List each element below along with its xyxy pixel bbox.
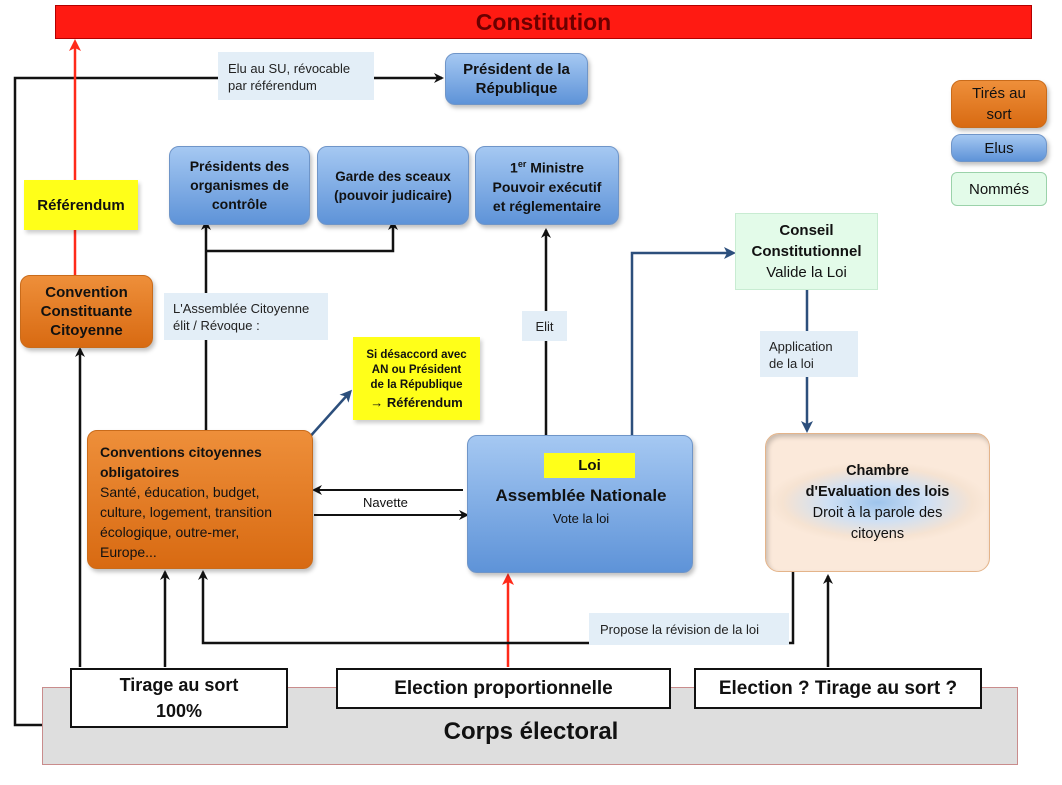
navette-label: Navette [363,495,408,510]
navette-text: Navette [363,495,408,510]
presidents-line2: organismes de [190,177,289,193]
legend-elus: Elus [951,134,1047,162]
presidents-line1: Présidents des [189,158,290,174]
desaccord-line2: AN ou Président [371,363,462,376]
application-note: Application de la loi [760,331,858,377]
elected-note-line1: Elu au SU, révocable [228,61,351,76]
president-line1: Président de la [463,61,570,78]
conseil-line1: Conseil [779,222,834,239]
chambre-line4: citoyens [850,525,905,542]
ministre-line3: et réglementaire [492,197,602,214]
chambre-line3: Droit à la parole des [812,504,943,521]
conventions-body4: Europe... [100,544,157,560]
desaccord-line1: Si désaccord avec [366,348,467,361]
constitution-banner: Constitution [55,5,1032,39]
conventions-body2: culture, logement, transition [100,504,272,520]
election-question-text: Election ? Tirage au sort ? [718,677,958,699]
constituante-line2: Constituante [40,303,133,320]
elit-note: Elit [522,311,567,341]
legend-tires-label: Tirés au sort [972,85,1026,123]
chambre-evaluation-box: Chambre d'Evaluation des lois Droit à la… [765,433,990,572]
elected-note-line2: par référendum [228,78,317,93]
legend-nommes: Nommés [951,172,1047,206]
constituante-line1: Convention [45,284,128,301]
loi-text: Loi [578,457,601,474]
election-question-box: Election ? Tirage au sort ? [694,668,982,709]
arrow-to-garde-sceaux [206,220,398,253]
conventions-title2: obligatoires [100,464,180,480]
elit-text: Elit [535,318,554,334]
garde-line2: (pouvoir judicaire) [334,187,452,203]
desaccord-box: Si désaccord avec AN ou Président de la … [353,337,480,420]
conventions-body1: Santé, éducation, budget, [100,484,260,500]
tirage-line2: 100% [155,701,203,721]
assemblee-citoyenne-line2: élit / Révoque : [173,318,260,333]
president-box: Président de la République [445,53,588,105]
ministre-line1: 1er Ministre [510,159,584,176]
arrow-conventions-to-desaccord [306,389,353,441]
convention-constituante-box: Convention Constituante Citoyenne [20,275,153,348]
assemblee-title: Assemblée Nationale [495,486,667,505]
election-proportionnelle-box: Election proportionnelle [336,668,671,709]
propose-revision-note: Propose la révision de la loi [589,613,789,645]
garde-sceaux-box: Garde des sceaux (pouvoir judicaire) [317,146,469,225]
tirage-au-sort-box: Tirage au sort 100% [70,668,288,728]
constitution-title: Constitution [475,8,612,35]
conventions-citoyennes-box: Conventions citoyennes obligatoires Sant… [87,430,313,569]
legend-elus-label: Elus [984,139,1014,157]
ministre-line2: Pouvoir exécutif [492,178,602,195]
legend-nommes-label: Nommés [968,180,1029,198]
application-line2: de la loi [769,356,814,371]
conseil-line3: Valide la Loi [766,264,847,281]
application-line1: Application [769,339,833,354]
legend-tires: Tirés au sort [951,80,1047,128]
presidents-line3: contrôle [211,196,268,212]
constituante-line3: Citoyenne [50,322,123,339]
loi-label: Loi [544,453,635,478]
referendum-text: Référendum [37,196,125,214]
assemblee-subtitle: Vote la loi [552,511,610,526]
president-line2: République [475,80,558,97]
election-prop-text: Election proportionnelle [394,677,613,699]
presidents-organismes-box: Présidents des organismes de contrôle [169,146,310,225]
chambre-line2: d'Evaluation des lois [805,483,950,500]
desaccord-line4: → Référendum [370,394,463,410]
conseil-constitutionnel-box: Conseil Constitutionnel Valide la Loi [735,213,878,290]
elected-note: Elu au SU, révocable par référendum [218,52,374,100]
premier-ministre-box: 1er Ministre Pouvoir exécutif et régleme… [475,146,619,225]
corps-electoral-label: Corps électoral [443,718,619,745]
conventions-body3: écologique, outre-mer, [100,524,240,540]
conventions-title1: Conventions citoyennes [100,444,262,460]
assemblee-citoyenne-note: L'Assemblée Citoyenne élit / Révoque : [164,293,328,340]
arrow-loi-to-conseil [630,247,736,452]
assemblee-citoyenne-line1: L'Assemblée Citoyenne [173,301,310,316]
assemblee-nationale-box: Loi Assemblée Nationale Vote la loi [467,435,693,573]
garde-line1: Garde des sceaux [335,168,451,184]
tirage-line1: Tirage au sort [119,675,239,695]
chambre-line1: Chambre [846,462,909,479]
conseil-line2: Constitutionnel [751,243,862,260]
referendum-label: Référendum [24,180,138,230]
desaccord-line3: de la République [370,378,463,391]
propose-revision-text: Propose la révision de la loi [600,622,759,637]
